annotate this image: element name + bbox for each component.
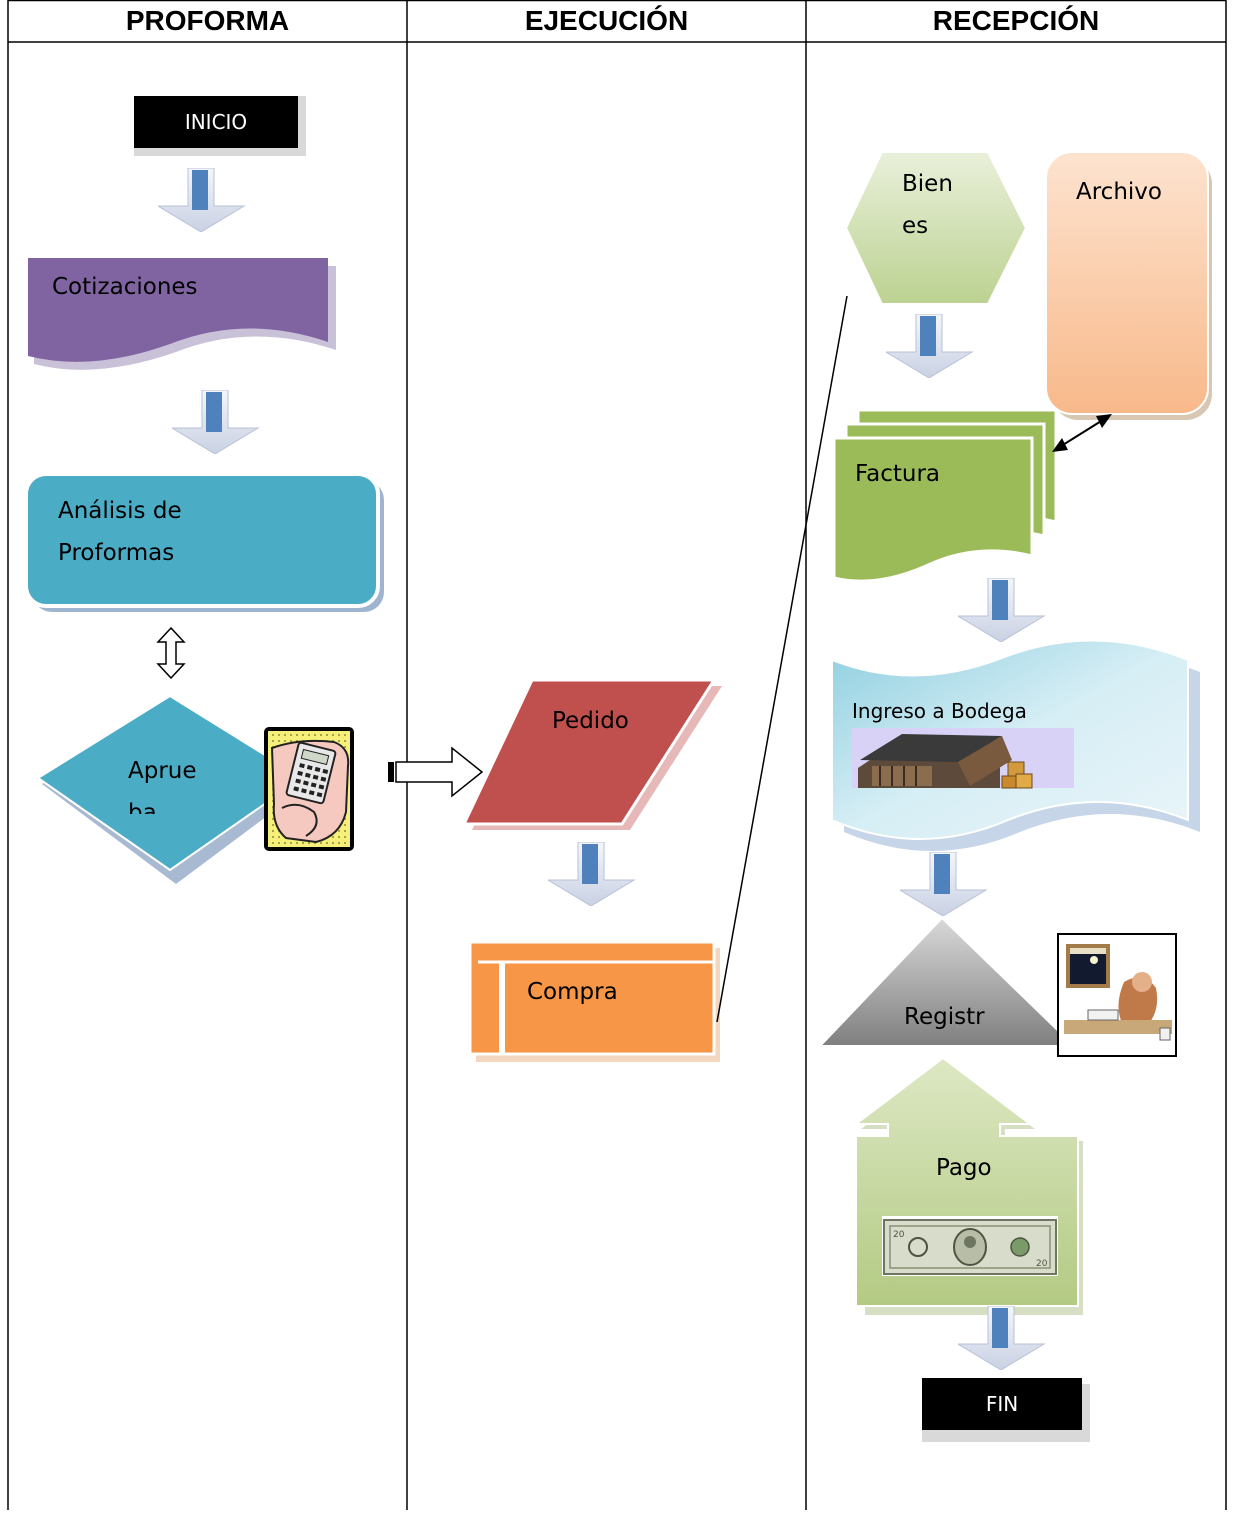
lane-header-recepcion: RECEPCIÓN xyxy=(932,5,1100,36)
inicio-terminal: INICIO xyxy=(134,96,298,148)
archivo-shape xyxy=(1045,151,1209,415)
down-arrow xyxy=(958,578,1045,642)
analisis-label-line1: Análisis de xyxy=(58,498,182,524)
calculator-clipart xyxy=(264,727,354,851)
cotizaciones-label: Cotizaciones xyxy=(52,274,198,300)
factura-archivo-double-arrow xyxy=(1052,414,1112,452)
right-arrow-icon xyxy=(388,746,484,798)
aprueba-label: Aprue ba xyxy=(128,750,238,814)
registro-label: Registr xyxy=(904,1004,985,1030)
cotizaciones-shape xyxy=(28,258,328,362)
office-worker-clipart xyxy=(1057,933,1177,1057)
down-arrow xyxy=(958,1306,1045,1370)
pedido-shape xyxy=(461,678,717,826)
aprueba-shape xyxy=(36,694,304,872)
svg-text:20: 20 xyxy=(893,1230,905,1240)
lane-grid xyxy=(7,0,1227,1510)
archivo-label: Archivo xyxy=(1076,179,1162,205)
svg-text:20: 20 xyxy=(1036,1259,1048,1269)
compra-label: Compra xyxy=(527,979,618,1005)
factura-shape xyxy=(832,408,1058,583)
aprueba-label-line2: ba xyxy=(128,800,157,814)
down-arrow xyxy=(548,842,635,906)
down-arrow xyxy=(886,314,973,378)
down-arrow xyxy=(172,390,259,454)
bienes-label-line1: Bien xyxy=(902,171,953,197)
bidirectional-arrow-icon xyxy=(156,626,186,680)
bienes-shape xyxy=(844,151,1028,305)
down-arrow xyxy=(900,852,987,916)
dollar-bill-clipart: 20 20 xyxy=(882,1216,1058,1276)
compra-to-bienes-connector xyxy=(716,295,848,1023)
fin-terminal: FIN xyxy=(922,1378,1082,1430)
lane-header-ejecucion: EJECUCIÓN xyxy=(524,5,689,36)
lane-header-proforma: PROFORMA xyxy=(125,5,290,36)
analisis-shape xyxy=(24,472,380,608)
bienes-label-line2: es xyxy=(902,213,929,239)
pedido-label: Pedido xyxy=(552,708,629,734)
registro-shape xyxy=(817,916,1077,1047)
factura-label: Factura xyxy=(855,461,941,487)
aprueba-label-line1: Aprue xyxy=(128,758,197,784)
down-arrow xyxy=(158,168,245,232)
analisis-label-line2: Proformas xyxy=(58,540,175,566)
ingreso-label: Ingreso a Bodega xyxy=(852,699,1027,723)
warehouse-clipart xyxy=(852,728,1074,789)
pago-label: Pago xyxy=(936,1155,992,1181)
